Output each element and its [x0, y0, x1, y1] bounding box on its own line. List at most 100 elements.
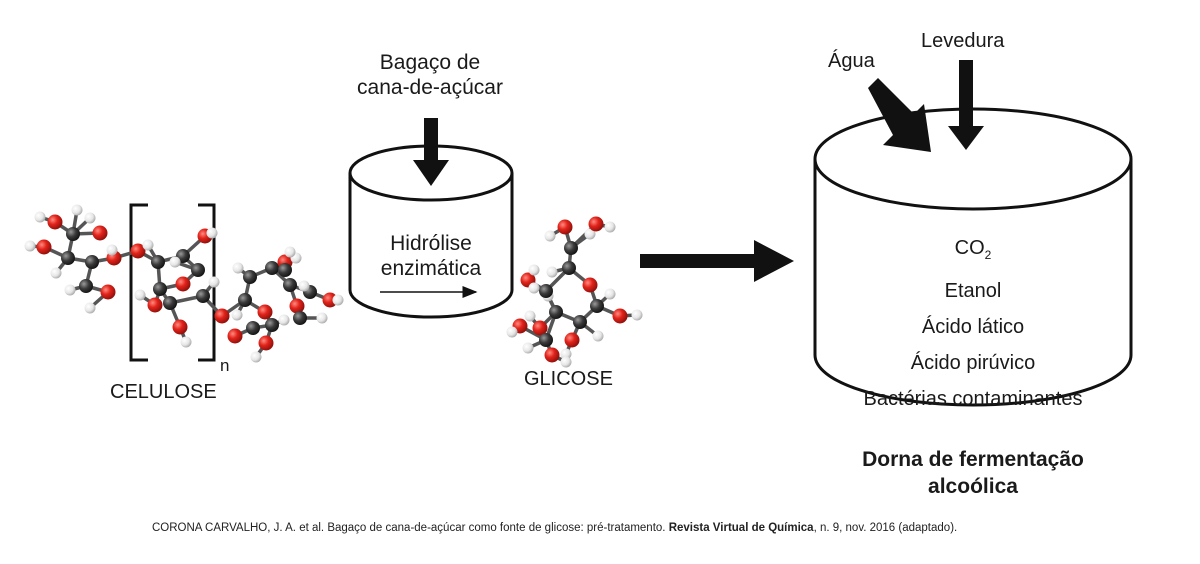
bagaco-label: Bagaço de cana-de-açúcar: [330, 50, 530, 100]
carbon-atom: [564, 241, 578, 255]
oxygen-atom: [92, 225, 108, 241]
oxygen-atom: [564, 332, 580, 348]
hydrogen-atom: [34, 211, 46, 223]
oxygen-atom: [289, 298, 305, 314]
oxygen-atom: [227, 328, 243, 344]
carbon-atom: [191, 263, 205, 277]
hydrogen-atom: [134, 289, 146, 301]
dorna-caption-line1: Dorna de fermentação: [862, 448, 1084, 471]
hydrogen-atom: [584, 228, 596, 240]
hydrogen-atom: [231, 309, 243, 321]
carbon-atom: [590, 299, 604, 313]
oxygen-atom: [47, 214, 63, 230]
product-bacterias: Bactérias contaminantes: [863, 388, 1083, 410]
hydrogen-atom: [604, 288, 616, 300]
carbon-atom: [243, 270, 257, 284]
oxygen-atom: [532, 320, 548, 336]
hidrolise-label-line2: enzimática: [380, 257, 482, 280]
hydrogen-atom: [208, 276, 220, 288]
carbon-atom: [283, 278, 297, 292]
oxygen-atom: [175, 276, 191, 292]
hydrogen-atom: [560, 356, 572, 368]
carbon-atom: [573, 315, 587, 329]
carbon-atom: [61, 251, 75, 265]
carbon-atom: [66, 227, 80, 241]
hydrogen-atom: [604, 221, 616, 233]
hydrogen-atom: [142, 239, 154, 251]
co2-label: CO2: [954, 237, 992, 262]
cellulose-molecule: [24, 204, 344, 363]
oxygen-atom: [130, 243, 146, 259]
hydrogen-atom: [169, 256, 181, 268]
celulose-label: CELULOSE: [110, 381, 217, 403]
carbon-atom: [163, 296, 177, 310]
carbon-atom: [85, 255, 99, 269]
hydrogen-atom: [278, 314, 290, 326]
hydrogen-atom: [522, 342, 534, 354]
citation-authors: CORONA CARVALHO, J. A. et al. Bagaço de …: [152, 522, 666, 534]
carbon-atom: [539, 333, 553, 347]
carbon-atom: [265, 318, 279, 332]
hydrogen-atom: [332, 294, 344, 306]
oxygen-atom: [172, 319, 188, 335]
carbon-atom: [151, 255, 165, 269]
hydrogen-atom: [71, 204, 83, 216]
carbon-atom: [79, 279, 93, 293]
oxygen-atom: [557, 219, 573, 235]
cellulose-brackets: [129, 203, 216, 362]
carbon-atom: [153, 282, 167, 296]
product-acido-latico: Ácido lático: [921, 316, 1025, 338]
hydrogen-atom: [298, 280, 310, 292]
process-arrow: [640, 240, 794, 282]
carbon-atom: [246, 321, 260, 335]
citation-details: , n. 9, nov. 2016 (adaptado).: [813, 522, 958, 534]
carbon-atom: [293, 311, 307, 325]
hydrogen-atom: [592, 330, 604, 342]
hydrogen-atom: [84, 212, 96, 224]
hydrogen-atom: [24, 240, 36, 252]
hydrogen-atom: [546, 266, 558, 278]
hydrogen-atom: [250, 351, 262, 363]
glicose-label: GLICOSE: [524, 368, 613, 390]
hydrogen-atom: [528, 264, 540, 276]
citation: CORONA CARVALHO, J. A. et al. Bagaço de …: [152, 522, 957, 534]
dorna-caption: Dorna de fermentação alcoólica: [815, 446, 1131, 500]
oxygen-atom: [588, 216, 604, 232]
oxygen-atom: [322, 292, 338, 308]
hydrogen-atom: [180, 336, 192, 348]
glucose-molecule: [506, 216, 643, 368]
product-etanol: Etanol: [944, 280, 1002, 302]
carbon-atom: [278, 263, 292, 277]
hydrogen-atom: [64, 284, 76, 296]
carbon-atom: [539, 284, 553, 298]
oxygen-atom: [100, 284, 116, 300]
product-acido-piruvico: Ácido pirúvico: [910, 352, 1036, 374]
input-arrow-bagaco: [413, 118, 449, 186]
carbon-atom: [549, 305, 563, 319]
oxygen-atom: [214, 308, 230, 324]
oxygen-atom: [147, 297, 163, 313]
oxygen-atom: [36, 239, 52, 255]
carbon-atom: [265, 261, 279, 275]
input-arrow-levedura: [948, 60, 984, 150]
hydrogen-atom: [631, 309, 643, 321]
hidrolise-label: Hidrólise enzimática: [350, 231, 512, 281]
hydrogen-atom: [284, 246, 296, 258]
hydrogen-atom: [524, 310, 536, 322]
citation-journal: Revista Virtual de Química: [668, 522, 814, 534]
levedura-label: Levedura: [921, 30, 1005, 52]
oxygen-atom: [544, 347, 560, 363]
hydrogen-atom: [544, 230, 556, 242]
agua-label: Água: [828, 50, 875, 72]
carbon-atom: [196, 289, 210, 303]
oxygen-atom: [582, 277, 598, 293]
hydrogen-atom: [560, 348, 572, 360]
carbon-atom: [562, 261, 576, 275]
dorna-caption-line2: alcoólica: [928, 475, 1018, 498]
bagaco-label-line2: cana-de-açúcar: [357, 76, 503, 99]
hydrogen-atom: [528, 282, 540, 294]
hydrogen-atom: [316, 312, 328, 324]
oxygen-atom: [258, 335, 274, 351]
tank-contents: CO2 Etanol Ácido lático Ácido pirúvico B…: [815, 230, 1131, 417]
